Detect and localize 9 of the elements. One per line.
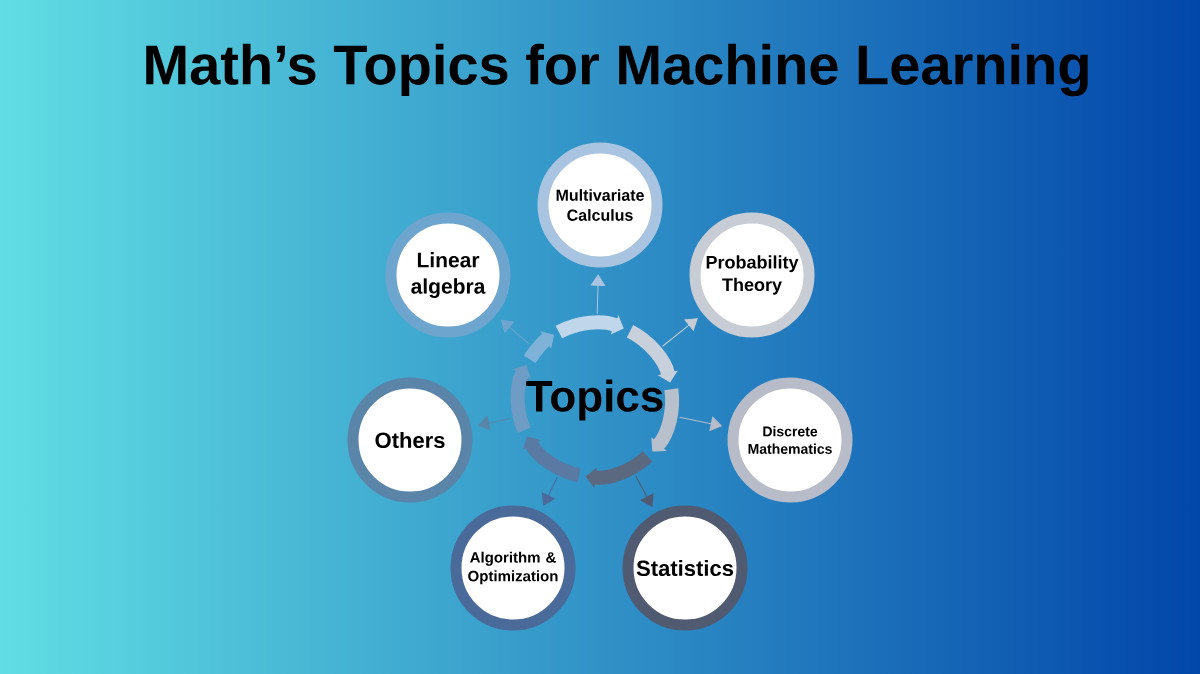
arrow: [590, 274, 606, 315]
arrow: [662, 318, 698, 347]
arrow: [679, 416, 722, 431]
hub-label: Topics: [526, 379, 663, 421]
arrow: [478, 416, 512, 431]
title: Math’s Topics for Machine Learning: [146, 43, 1088, 97]
arrow: [635, 475, 654, 507]
arrow: [500, 319, 530, 345]
arrow: [541, 477, 558, 506]
